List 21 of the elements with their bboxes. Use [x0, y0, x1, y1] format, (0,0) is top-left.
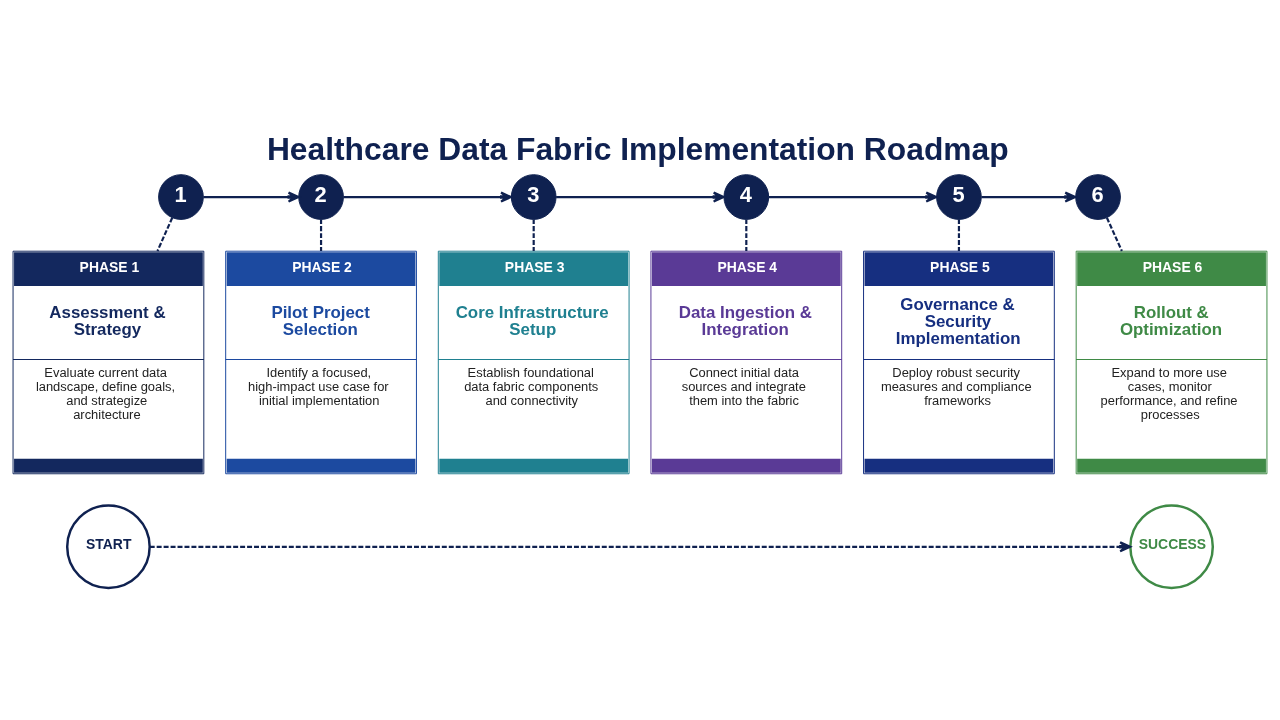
node-circle: 5: [936, 174, 982, 220]
connector: [957, 219, 961, 252]
node-circle: 6: [1075, 174, 1121, 220]
arrow: [981, 191, 1077, 203]
arrow: [203, 191, 300, 203]
arrow: [343, 191, 513, 203]
connector: [532, 219, 535, 252]
connector: [319, 219, 323, 252]
diagram-title: Healthcare Data Fabric Implementation Roadmap: [266, 131, 1009, 168]
node-circle: SUCCESS: [1129, 504, 1215, 590]
node-circle: 3: [510, 174, 557, 220]
node-circle: 4: [723, 174, 770, 220]
arrow: [556, 191, 725, 203]
connector: [1105, 217, 1123, 252]
arrow: [149, 541, 1132, 553]
connector: [745, 219, 748, 252]
node-circle: 2: [298, 174, 344, 220]
node-circle: 1: [158, 174, 204, 220]
node-circle: START: [65, 504, 151, 590]
connector: [156, 217, 174, 252]
arrow: [768, 191, 938, 203]
